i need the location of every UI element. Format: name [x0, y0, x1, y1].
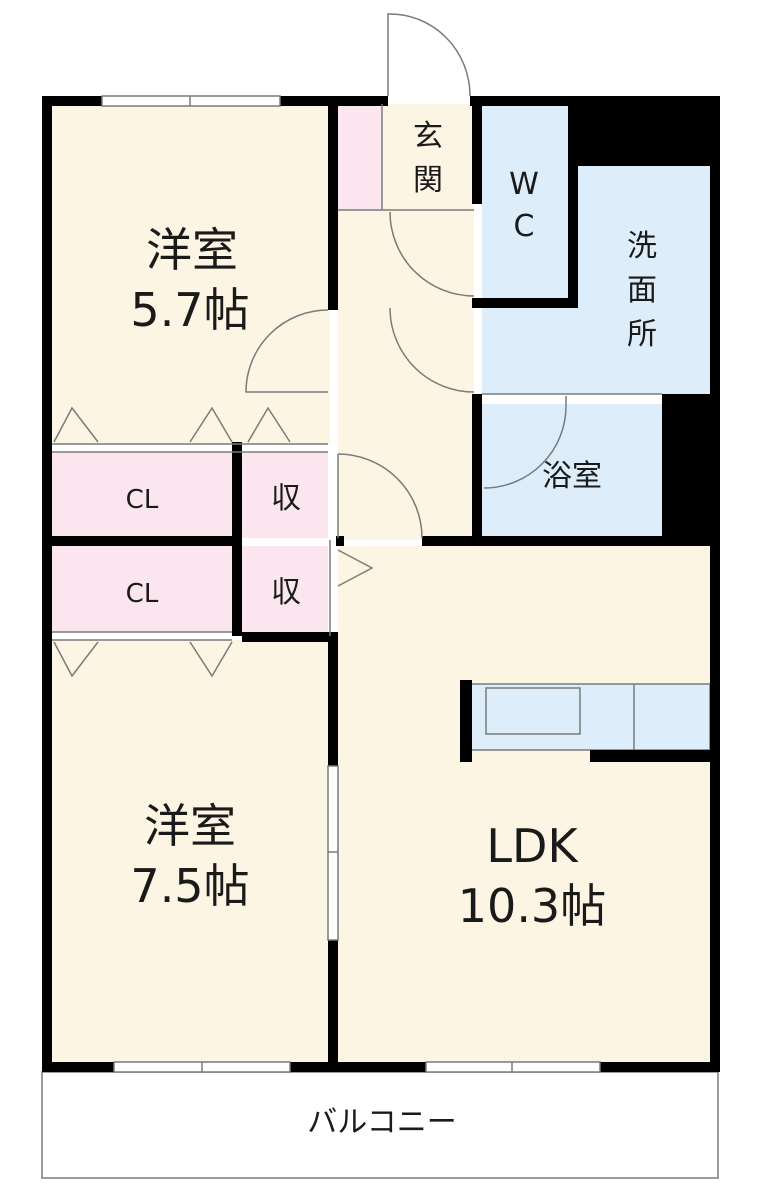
western-room-2-size: 7.5帖 — [130, 859, 249, 913]
closet-2-floor — [52, 546, 232, 632]
storage-1-floor — [242, 452, 328, 538]
kitchen-wall — [460, 680, 472, 762]
washroom-floor — [482, 166, 710, 394]
storage-1-label: 収 — [271, 481, 301, 516]
western-room-2-name: 洋室 — [144, 799, 236, 853]
windows — [101, 95, 601, 1073]
bathroom-label: 浴室 — [542, 459, 602, 494]
wc-label-2: C — [514, 209, 535, 244]
washroom-label-3: 所 — [627, 317, 657, 352]
ldk-floor — [338, 546, 710, 1064]
kitchen-wall-bottom — [590, 750, 714, 762]
partitions — [52, 104, 662, 641]
kitchen-counter — [469, 683, 711, 751]
closet-1-label: CL — [126, 485, 159, 515]
western-room-1-name: 洋室 — [146, 223, 238, 277]
closet-2-label: CL — [126, 579, 159, 609]
closet-1-floor — [52, 452, 232, 538]
entrance-label-2: 関 — [413, 163, 443, 198]
storage-2-label: 収 — [271, 575, 301, 610]
entrance-step — [338, 104, 382, 210]
walls — [42, 96, 720, 1072]
kitchen-sink — [485, 687, 581, 735]
entrance-label-1: 玄 — [413, 119, 443, 154]
western-room-2-floor — [52, 640, 330, 1064]
washroom-label-2: 面 — [627, 273, 657, 308]
entrance-floor — [382, 104, 474, 210]
western-room-1-size: 5.7帖 — [130, 283, 249, 337]
washroom-label-1: 洗 — [627, 229, 657, 264]
bathroom-floor — [482, 404, 662, 538]
balcony-label: バルコニー — [307, 1105, 456, 1140]
wc-label-1: W — [509, 167, 539, 202]
door-swings — [53, 13, 567, 678]
storage-2-floor — [242, 546, 328, 632]
ldk-size: 10.3帖 — [458, 879, 606, 933]
balcony-area — [41, 1071, 719, 1179]
ldk-name: LDK — [486, 819, 579, 873]
western-room-1-floor — [52, 104, 330, 444]
